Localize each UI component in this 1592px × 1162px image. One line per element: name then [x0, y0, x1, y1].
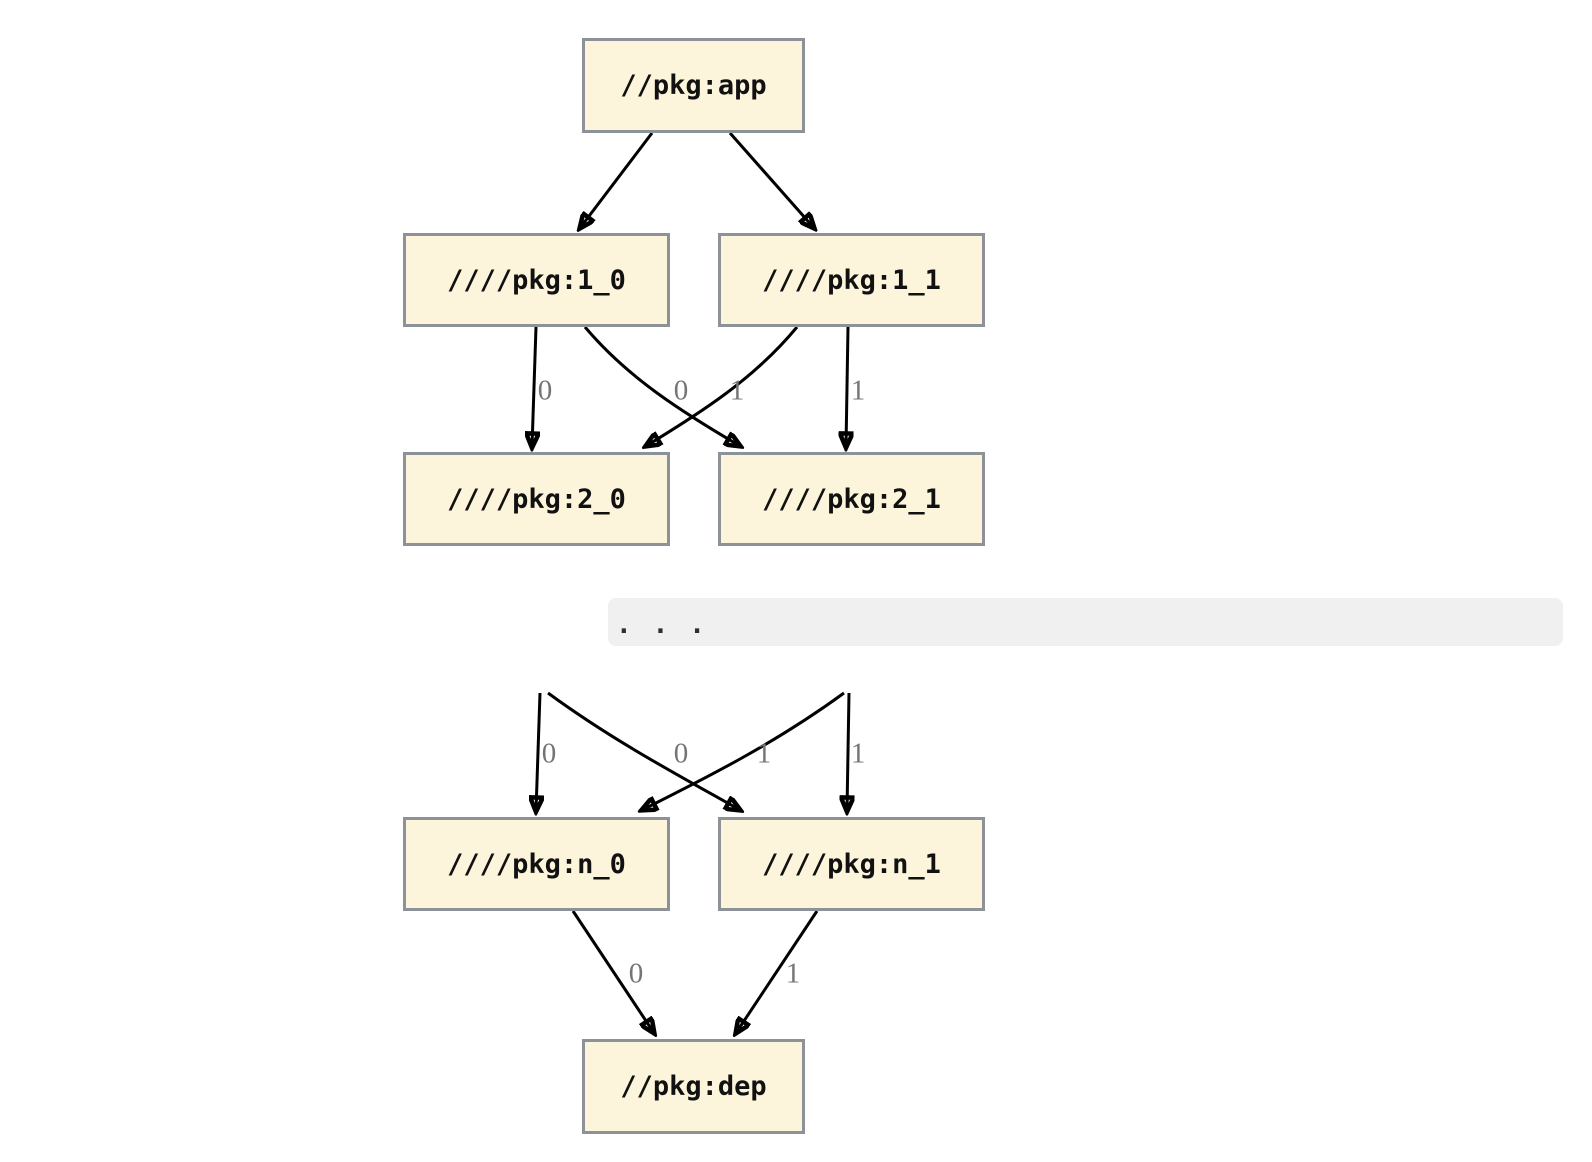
- node-pkg-1-1: ////pkg:1_1: [718, 233, 985, 327]
- node-pkg-2-1: ////pkg:2_1: [718, 452, 985, 546]
- edge-1-1-to-2-0: [646, 326, 799, 446]
- edge-1-0-to-2-1: [583, 326, 740, 446]
- edge-n-1-to-dep: [736, 910, 819, 1033]
- ellipsis-band: ...: [608, 598, 1563, 646]
- edge-1-0-to-2-0: [532, 326, 536, 447]
- edge-label-1-0-to-2-1: 1: [729, 374, 745, 407]
- node-pkg-n-0: ////pkg:n_0: [403, 817, 670, 911]
- node-pkg-2-0: ////pkg:2_0: [403, 452, 670, 546]
- edge-label-hidden-right-to-n-0: 0: [673, 737, 689, 770]
- node-pkg-dep-label: //pkg:dep: [620, 1071, 767, 1102]
- edge-hidden-left-to-n-1: [547, 691, 740, 810]
- edge-label-1-0-to-2-0: 0: [537, 374, 553, 407]
- edge-hidden-left-to-n-0: [536, 692, 540, 811]
- edge-label-hidden-left-to-n-1: 1: [756, 737, 772, 770]
- node-pkg-dep: //pkg:dep: [582, 1039, 805, 1134]
- edge-label-1-1-to-2-1: 1: [850, 374, 866, 407]
- node-pkg-n-0-label: ////pkg:n_0: [447, 848, 626, 880]
- node-pkg-n-1: ////pkg:n_1: [718, 817, 985, 911]
- edge-label-hidden-left-to-n-0: 0: [541, 737, 557, 770]
- edge-hidden-right-to-n-1: [847, 692, 849, 811]
- edge-label-hidden-right-to-n-1: 1: [850, 737, 866, 770]
- edge-hidden-right-to-n-0: [642, 691, 845, 810]
- node-pkg-app: //pkg:app: [582, 38, 805, 133]
- edge-label-n-0-to-dep: 0: [628, 957, 644, 990]
- edge-label-n-1-to-dep: 1: [785, 957, 801, 990]
- ellipsis-text: ...: [616, 610, 726, 640]
- edge-1-1-to-2-1: [846, 326, 848, 447]
- node-pkg-n-1-label: ////pkg:n_1: [762, 848, 941, 880]
- node-pkg-1-1-label: ////pkg:1_1: [762, 264, 941, 296]
- edge-app-to-1-1: [728, 132, 814, 228]
- node-pkg-2-1-label: ////pkg:2_1: [762, 483, 941, 515]
- node-pkg-app-label: //pkg:app: [620, 70, 767, 101]
- node-pkg-2-0-label: ////pkg:2_0: [447, 483, 626, 515]
- node-pkg-1-0-label: ////pkg:1_0: [447, 264, 626, 296]
- node-pkg-1-0: ////pkg:1_0: [403, 233, 670, 327]
- edge-label-1-1-to-2-0: 0: [673, 374, 689, 407]
- edge-app-to-1-0: [580, 132, 654, 228]
- edge-n-0-to-dep: [571, 910, 654, 1033]
